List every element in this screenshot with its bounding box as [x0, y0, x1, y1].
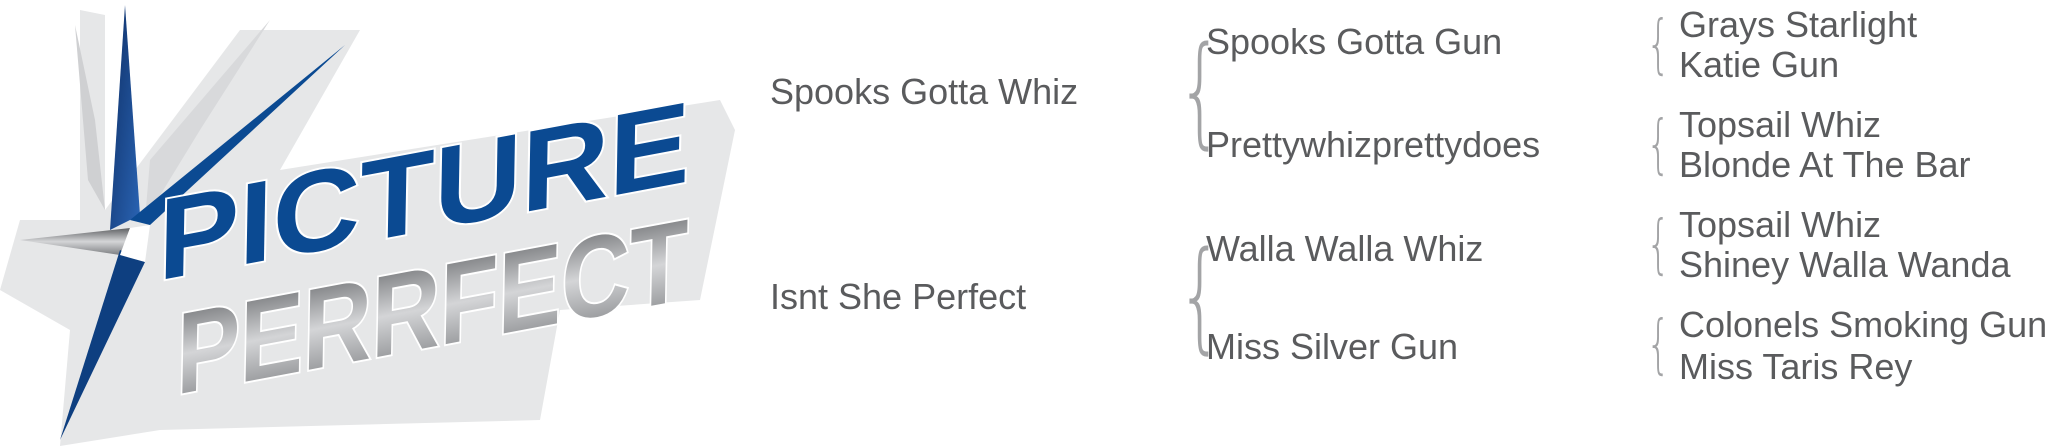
- brace-icon: {: [1646, 8, 1671, 82]
- brace-icon: {: [1646, 208, 1671, 282]
- grandparent-name: Spooks Gotta Gun: [1206, 21, 1503, 62]
- great-grandparent-name: Katie Gun: [1679, 44, 1840, 85]
- great-grandparent-name: Shiney Walla Wanda: [1679, 244, 2011, 285]
- great-grandparent-name: Colonels Smoking Gun: [1679, 304, 2048, 345]
- great-grandparent-name: Topsail Whiz: [1679, 104, 1882, 145]
- dam-name: Isnt She Perfect: [770, 276, 1027, 317]
- great-grandparent-name: Miss Taris Rey: [1679, 346, 1913, 387]
- grandparent-name: Miss Silver Gun: [1206, 326, 1459, 367]
- brace-icon: {: [1177, 227, 1224, 366]
- grandparent-name: Walla Walla Whiz: [1206, 228, 1484, 269]
- great-grandparent-name: Blonde At The Bar: [1679, 144, 1971, 185]
- grandparent-name: Prettywhizprettydoes: [1206, 124, 1541, 165]
- brace-icon: {: [1177, 22, 1224, 161]
- brace-icon: {: [1646, 108, 1671, 182]
- sire-name: Spooks Gotta Whiz: [770, 71, 1079, 112]
- picture-perrfect-logo: PICTURE PERRFECT: [0, 5, 735, 446]
- great-grandparent-name: Topsail Whiz: [1679, 204, 1882, 245]
- great-grandparent-name: Grays Starlight: [1679, 4, 1918, 45]
- brace-icon: {: [1646, 308, 1671, 382]
